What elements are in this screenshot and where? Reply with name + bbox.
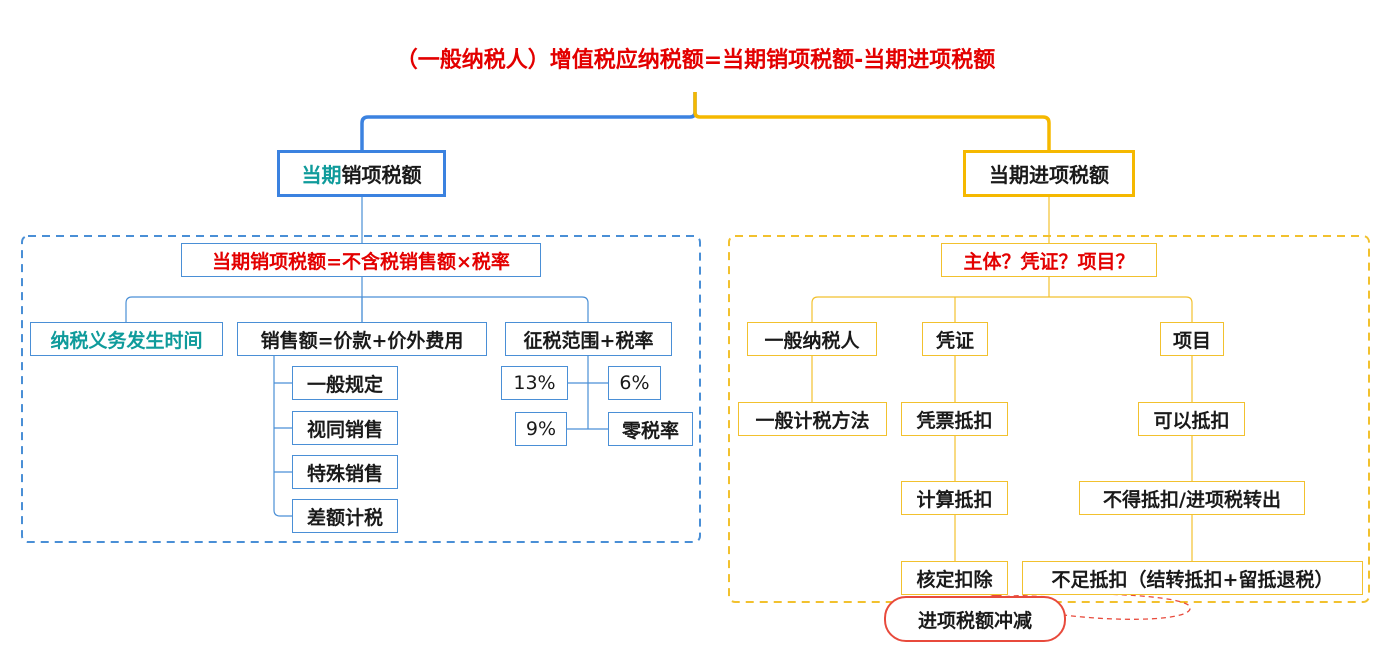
main-formula-title: （一般纳税人）增值税应纳税额=当期销项税额-当期进项税额 [395,48,996,73]
item: 项目 [1160,322,1224,356]
insufficient-deduction: 不足抵扣（结转抵扣+留抵退税） [1022,561,1363,595]
left-tree-lines [125,197,608,517]
rate-zero: 零税率 [608,412,693,446]
rate-13: 13% [501,366,568,400]
sales-amount: 销售额=价款+价外费用 [237,322,487,356]
input-tax-question: 主体？凭证？项目？ [941,243,1157,277]
connector-title-right [693,92,1051,150]
tax-obligation-time: 纳税义务发生时间 [30,322,223,356]
input-tax-root: 当期进项税额 [963,150,1135,197]
general-tax-method: 一般计税方法 [738,402,887,436]
output-tax-root: 当期销项税额 [277,150,446,197]
output-tax-root-prefix: 当期 [301,163,342,187]
sales-item-special: 特殊销售 [292,455,398,489]
right-tree-lines [811,197,1193,561]
input-tax-offset-note: 进项税额冲减 [884,596,1066,642]
rate-6: 6% [608,366,661,400]
sales-item-difference: 差额计税 [292,499,398,533]
voucher-deduction: 凭票抵扣 [901,402,1008,436]
tax-scope-rate: 征税范围+税率 [505,322,672,356]
deductible: 可以抵扣 [1138,402,1245,436]
output-tax-formula: 当期销项税额=不含税销售额×税率 [181,243,541,277]
connector-title-left [360,92,697,150]
calculated-deduction: 计算抵扣 [901,481,1008,515]
sales-item-deemed: 视同销售 [292,411,398,445]
rate-9: 9% [515,412,567,446]
general-taxpayer: 一般纳税人 [747,322,877,356]
voucher: 凭证 [922,322,988,356]
verified-deduction: 核定扣除 [901,561,1008,595]
sales-item-general: 一般规定 [292,366,398,400]
non-deductible-transfer-out: 不得抵扣/进项税转出 [1079,481,1305,515]
output-tax-root-label: 销项税额 [341,163,422,187]
